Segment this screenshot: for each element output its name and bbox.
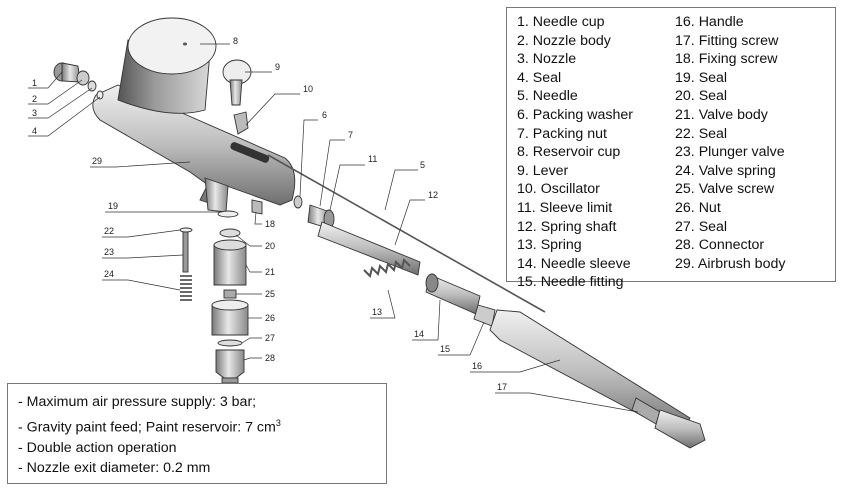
spec-paint-feed: - Gravity paint feed; Paint reservoir: 7… <box>18 417 281 436</box>
needle-part <box>267 154 546 313</box>
callout-22: 22 <box>104 226 114 236</box>
legend-item-1: 1. Needle cup <box>517 14 605 30</box>
spec-operation: - Double action operation <box>18 439 177 456</box>
spec-nozzle-diameter: - Nozzle exit diameter: 0.2 mm <box>18 460 211 477</box>
legend-item-8: 8. Reservoir cup <box>517 144 621 161</box>
legend-item-20: 20. Seal <box>675 88 728 105</box>
valve-body-part <box>213 239 247 286</box>
valve-spring-part <box>180 275 192 301</box>
callout-9: 9 <box>275 62 280 72</box>
spring-part <box>363 258 411 278</box>
callout-26: 26 <box>265 313 275 323</box>
plunger-valve-part <box>182 231 189 273</box>
legend-item-15: 15. Needle fitting <box>517 274 624 291</box>
specifications-box: - Maximum air pressure supply: 3 bar; - … <box>7 383 387 484</box>
callout-25: 25 <box>265 289 275 299</box>
nut-part <box>211 299 249 336</box>
needle-cup-part <box>53 62 81 83</box>
packing-washer-part <box>293 195 303 209</box>
callout-18: 18 <box>265 219 275 229</box>
leader-lines <box>28 43 639 413</box>
legend-item-14: 14. Needle sleeve <box>517 255 631 272</box>
lower-seal-27-part <box>217 339 243 347</box>
parts-legend-column-2: 16. Handle 17. Fitting screw 18. Fixing … <box>675 13 785 273</box>
legend-item-13: 13. Spring <box>517 237 582 254</box>
legend-item-24: 24. Valve spring <box>675 162 776 179</box>
legend-item-16: 16. Handle <box>675 14 744 30</box>
callout-8: 8 <box>233 36 238 46</box>
callout-2: 2 <box>32 94 37 104</box>
legend-item-11: 11. Sleeve limit <box>517 199 613 216</box>
callout-15: 15 <box>440 344 450 354</box>
legend-item-12: 12. Spring shaft <box>517 218 617 235</box>
callout-23: 23 <box>104 247 114 257</box>
legend-item-6: 6. Packing washer <box>517 106 633 123</box>
parts-legend: 1. Needle cup 2. Nozzle body 3. Nozzle 4… <box>506 7 836 290</box>
valve-seal-part <box>219 228 241 238</box>
callout-4: 4 <box>32 126 37 136</box>
callout-12: 12 <box>428 190 438 200</box>
callout-28: 28 <box>265 353 275 363</box>
callout-7: 7 <box>348 130 353 140</box>
connector-part <box>215 349 245 384</box>
callout-17: 17 <box>497 382 507 392</box>
callout-29: 29 <box>92 156 102 166</box>
callout-13: 13 <box>372 307 382 317</box>
callout-1: 1 <box>32 78 37 88</box>
legend-item-4: 4. Seal <box>517 69 562 86</box>
callout-24: 24 <box>104 269 114 279</box>
oscillator-part <box>233 111 249 135</box>
legend-item-9: 9. Lever <box>517 162 569 179</box>
legend-item-23: 23. Plunger valve <box>675 144 785 161</box>
needle-sleeve-part <box>425 273 481 315</box>
legend-item-2: 2. Nozzle body <box>517 32 611 49</box>
callout-20: 20 <box>265 241 275 251</box>
callout-21: 21 <box>265 267 275 277</box>
legend-item-22: 22. Seal <box>675 125 728 142</box>
small-seal-part <box>179 227 193 233</box>
legend-item-25: 25. Valve screw <box>675 181 775 198</box>
callout-19: 19 <box>108 201 118 211</box>
legend-item-29: 29. Airbrush body <box>675 255 786 272</box>
nozzle-part <box>87 80 97 92</box>
legend-item-21: 21. Valve body <box>675 106 768 123</box>
callout-3: 3 <box>32 108 37 118</box>
lever-part <box>222 59 252 106</box>
fixing-screw-part <box>251 199 263 215</box>
legend-item-7: 7. Packing nut <box>517 125 607 142</box>
callout-6: 6 <box>322 110 327 120</box>
legend-item-19: 19. Seal <box>675 69 728 86</box>
fitting-screw-part <box>631 397 706 449</box>
legend-item-27: 27. Seal <box>675 218 728 235</box>
valve-screw-part <box>223 289 237 299</box>
callout-labels: 1 2 3 4 5 6 7 8 9 10 11 12 13 14 15 16 1… <box>32 36 507 392</box>
legend-item-17: 17. Fitting screw <box>675 32 779 49</box>
airbrush-body-part <box>92 84 296 213</box>
lower-seal-part <box>217 210 239 218</box>
spec-air-pressure: - Maximum air pressure supply: 3 bar; <box>18 394 257 410</box>
legend-item-26: 26. Nut <box>675 199 721 216</box>
parts-legend-column-1: 1. Needle cup 2. Nozzle body 3. Nozzle 4… <box>517 13 633 292</box>
nozzle-body-part <box>76 70 90 86</box>
callout-5: 5 <box>420 160 425 170</box>
reservoir-cup-part <box>117 17 217 114</box>
spring-shaft-part <box>317 221 421 276</box>
legend-item-3: 3. Nozzle <box>517 51 577 68</box>
legend-item-28: 28. Connector <box>675 237 765 254</box>
legend-item-18: 18. Fixing screw <box>675 51 778 68</box>
front-seal-part <box>96 90 104 100</box>
legend-item-10: 10. Oscillator <box>517 181 600 198</box>
callout-10: 10 <box>303 84 313 94</box>
callout-16: 16 <box>472 361 482 371</box>
legend-item-5: 5. Needle <box>517 88 578 105</box>
callout-27: 27 <box>265 333 275 343</box>
callout-11: 11 <box>368 154 377 164</box>
callout-14: 14 <box>414 329 424 339</box>
needle-fitting-part <box>473 304 496 327</box>
